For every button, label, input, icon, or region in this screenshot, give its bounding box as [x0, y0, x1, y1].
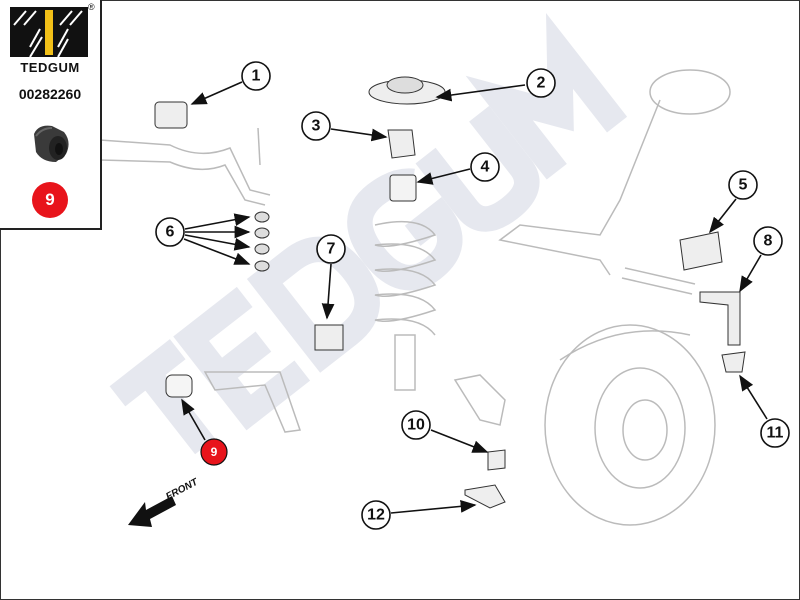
callout-7[interactable]: 7 [316, 234, 346, 264]
callout-2[interactable]: 2 [526, 68, 556, 98]
brand-name: TEDGUM [20, 60, 80, 75]
svg-text:10: 10 [407, 417, 425, 434]
svg-text:4: 4 [481, 159, 490, 176]
watermark-logo [109, 12, 628, 455]
front-direction-arrow: FRONT [128, 476, 201, 527]
svg-text:9: 9 [211, 445, 218, 459]
registered-mark: ® [88, 2, 95, 12]
highlighted-part-badge: 9 [32, 182, 68, 218]
callout-12[interactable]: 12 [361, 500, 391, 530]
callout-11[interactable]: 11 [760, 418, 790, 448]
svg-text:12: 12 [367, 507, 385, 524]
part-icons [154, 76, 746, 509]
callout-9-highlighted[interactable]: 9 [200, 438, 228, 466]
svg-text:7: 7 [327, 241, 336, 258]
callout-5[interactable]: 5 [728, 170, 758, 200]
front-arrow-icon [128, 496, 176, 527]
callout-4[interactable]: 4 [470, 152, 500, 182]
part-number: 00282260 [18, 86, 82, 102]
callout-1[interactable]: 1 [241, 61, 271, 91]
callout-10[interactable]: 10 [401, 410, 431, 440]
svg-text:11: 11 [767, 425, 784, 442]
svg-text:5: 5 [739, 177, 748, 194]
svg-text:2: 2 [537, 75, 546, 92]
front-label: FRONT [164, 476, 200, 502]
product-panel: ® TEDGUM 00282260 9 [0, 0, 102, 230]
callout-3[interactable]: 3 [301, 111, 331, 141]
svg-text:1: 1 [252, 68, 261, 85]
callouts: 1 2 3 4 5 6 7 8 9 10 11 12 [155, 61, 790, 530]
callout-8[interactable]: 8 [753, 226, 783, 256]
svg-text:8: 8 [764, 233, 773, 250]
svg-text:6: 6 [166, 224, 175, 241]
callout-6[interactable]: 6 [155, 217, 185, 247]
tedgum-logo [10, 7, 88, 58]
svg-text:3: 3 [312, 118, 321, 135]
parts-drawing [99, 69, 731, 526]
callout-arrows [181, 81, 768, 514]
bushing-product-image [34, 125, 69, 162]
